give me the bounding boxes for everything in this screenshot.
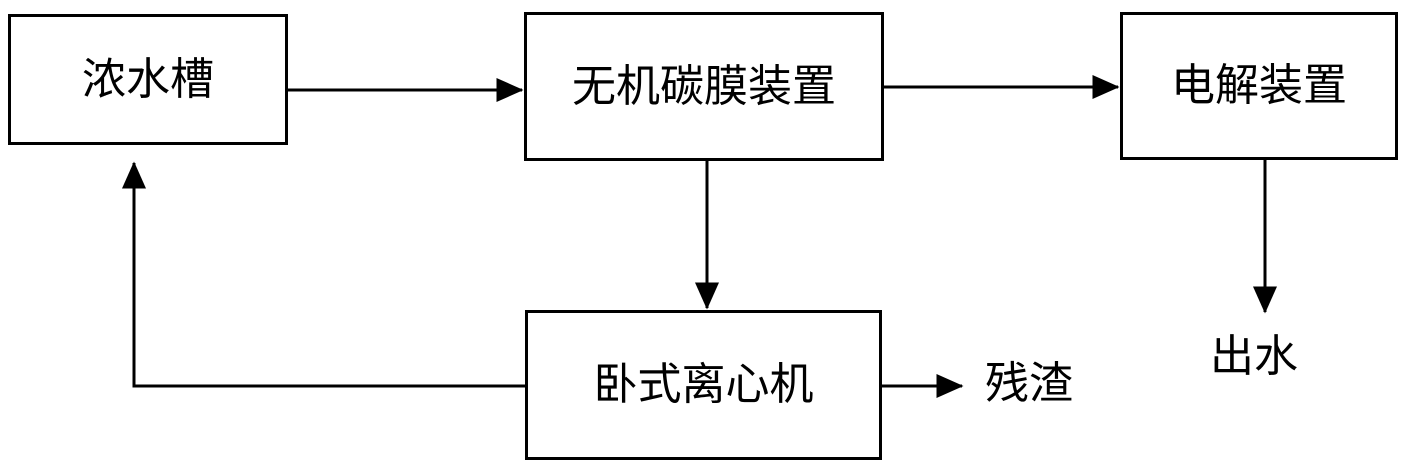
water-out-label: 出水 [1210,331,1298,382]
centrifuge-label: 卧式离心机 [593,359,814,410]
tank-node: 浓水槽 [8,14,288,145]
membrane-node: 无机碳膜装置 [524,12,884,161]
tank-label: 浓水槽 [82,53,214,105]
membrane-label: 无机碳膜装置 [572,60,836,112]
electrolysis-label: 电解装置 [1171,60,1347,111]
centrifuge-node: 卧式离心机 [525,310,882,460]
residue-label: 残渣 [985,358,1073,409]
electrolysis-node: 电解装置 [1120,12,1398,160]
arrow-centrifuge-to-tank [122,161,525,388]
